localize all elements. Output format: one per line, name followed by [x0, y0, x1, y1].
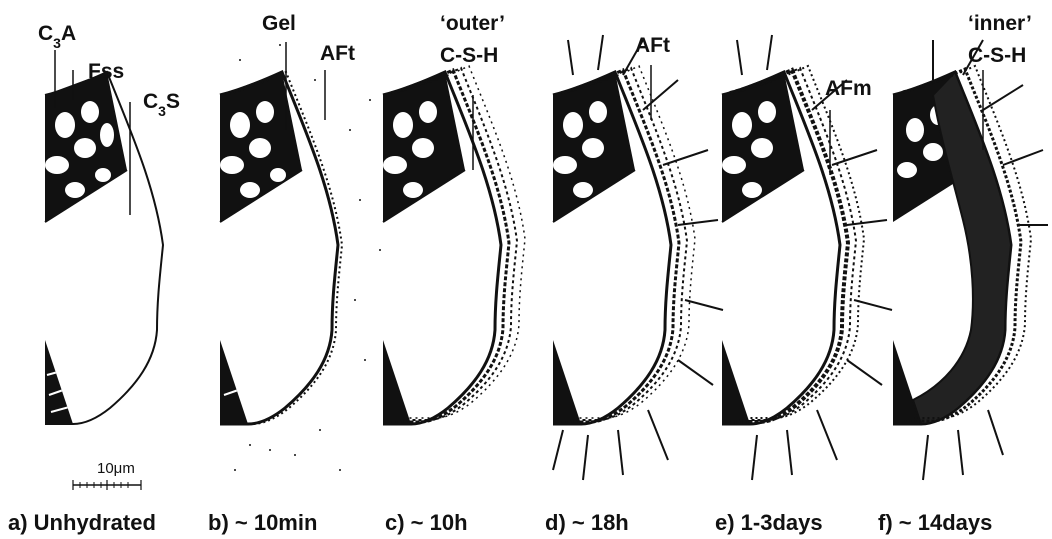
panel-f [888, 40, 1048, 480]
caption-d: d) ~ 18h [545, 510, 629, 535]
label-inner: ‘inner’ [968, 12, 1032, 35]
label-fss: Fss [88, 60, 124, 83]
panel-e [717, 35, 892, 480]
lower-phase [40, 330, 80, 430]
label-aft-b: AFt [320, 42, 355, 65]
panel-d [548, 35, 723, 480]
label-csh-f: C-S-H [968, 44, 1026, 67]
caption-e: e) 1-3days [715, 510, 823, 535]
label-csh-c: C-S-H [440, 44, 498, 67]
caption-b: b) ~ 10min [208, 510, 317, 535]
label-outer: ‘outer’ [440, 12, 505, 35]
label-aft-d: AFt [635, 34, 670, 57]
label-afm: AFm [825, 77, 872, 100]
panel-b [215, 42, 381, 471]
panel-a: 10μm [40, 50, 163, 490]
label-c3a: C3A [38, 22, 76, 51]
caption-c: c) ~ 10h [385, 510, 468, 535]
label-c3s: C3S [143, 90, 180, 119]
scale-bar-label: 10μm [97, 460, 135, 477]
label-gel: Gel [262, 12, 296, 35]
panel-c [378, 60, 525, 430]
scale-bar: 10μm [73, 460, 141, 490]
caption-a: a) Unhydrated [8, 510, 156, 535]
caption-f: f) ~ 14days [878, 510, 992, 535]
